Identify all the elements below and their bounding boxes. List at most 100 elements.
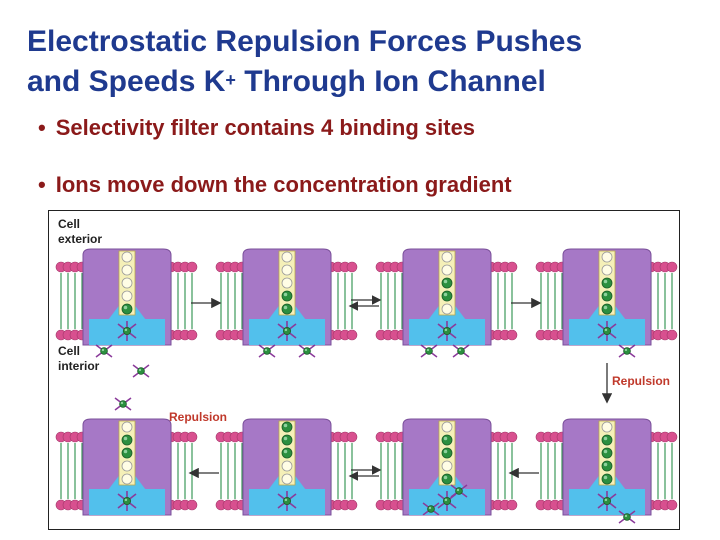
ion-highlight xyxy=(283,305,288,310)
bullet-item-1: •Selectivity filter contains 4 binding s… xyxy=(38,114,512,142)
ion-channel-figure: Cell exterior Cell interior Repulsion Re… xyxy=(48,210,680,530)
empty-binding-site xyxy=(281,277,293,289)
lipid-head xyxy=(346,329,358,341)
k-ion xyxy=(119,400,127,408)
lipid-head xyxy=(666,329,678,341)
ion-highlight xyxy=(283,449,288,454)
channel-panel-bottom-3 xyxy=(375,418,518,516)
channel-panel-bottom-1 xyxy=(55,418,198,516)
k-ion xyxy=(623,513,631,521)
k-ion xyxy=(281,290,293,302)
ion-highlight xyxy=(123,436,128,441)
k-ion xyxy=(601,473,613,485)
ion-highlight xyxy=(284,328,288,332)
hydrated-ion xyxy=(597,491,617,511)
k-ion xyxy=(303,347,311,355)
free-hydrated-ion xyxy=(298,344,316,358)
empty-binding-site xyxy=(601,421,613,433)
ion-highlight xyxy=(603,475,608,480)
ion-highlight xyxy=(123,449,128,454)
ion-highlight xyxy=(458,348,462,352)
ion-highlight xyxy=(124,328,128,332)
ion-highlight xyxy=(264,348,268,352)
k-ion xyxy=(455,487,463,495)
k-ion xyxy=(601,303,613,315)
label-cell-exterior-1: Cell xyxy=(58,217,80,231)
ion-highlight xyxy=(603,449,608,454)
bullet-marker: • xyxy=(38,115,46,140)
empty-binding-site xyxy=(121,277,133,289)
hydrated-ion xyxy=(117,321,137,341)
k-ion xyxy=(601,460,613,472)
ion-highlight xyxy=(443,449,448,454)
label-cell-interior-1: Cell xyxy=(58,344,80,358)
empty-binding-site xyxy=(441,251,453,263)
empty-binding-site xyxy=(441,460,453,472)
ion-highlight xyxy=(603,462,608,467)
k-ion xyxy=(121,447,133,459)
k-ion xyxy=(100,347,108,355)
lipid-head xyxy=(186,329,198,341)
k-ion xyxy=(442,327,451,336)
title-superscript: + xyxy=(225,70,236,90)
ion-highlight xyxy=(624,348,628,352)
ion-highlight xyxy=(428,506,432,510)
k-ion xyxy=(263,347,271,355)
lipid-head xyxy=(346,431,358,443)
free-hydrated-ion xyxy=(618,510,636,524)
hydrated-ion xyxy=(597,321,617,341)
free-hydrated-ion xyxy=(618,344,636,358)
lipid-head xyxy=(346,499,358,511)
lipid-head xyxy=(506,261,518,273)
channel-panel-bottom-2 xyxy=(215,418,358,516)
k-ion xyxy=(623,347,631,355)
repulsion-label-left: Repulsion xyxy=(169,410,227,424)
lipid-head xyxy=(506,431,518,443)
empty-binding-site xyxy=(281,473,293,485)
ion-highlight xyxy=(284,498,288,502)
ion-highlight xyxy=(283,423,288,428)
k-ion xyxy=(282,327,291,336)
free-hydrated-ion xyxy=(95,344,113,358)
k-ion xyxy=(123,496,132,505)
k-ion xyxy=(441,447,453,459)
empty-binding-site xyxy=(441,421,453,433)
free-hydrated-ion xyxy=(450,484,468,498)
title-line-1: Electrostatic Repulsion Forces Pushes xyxy=(27,25,583,58)
k-ion xyxy=(123,327,132,336)
ion-highlight xyxy=(443,279,448,284)
free-hydrated-ion xyxy=(452,344,470,358)
ion-highlight xyxy=(603,436,608,441)
empty-binding-site xyxy=(601,264,613,276)
k-ion xyxy=(441,473,453,485)
ion-highlight xyxy=(283,436,288,441)
channel-panel-top-1 xyxy=(55,248,198,346)
k-ion xyxy=(601,277,613,289)
k-ion xyxy=(442,496,451,505)
ion-highlight xyxy=(138,368,142,372)
ion-highlight xyxy=(604,328,608,332)
k-ion xyxy=(121,434,133,446)
k-ion xyxy=(281,303,293,315)
k-ion xyxy=(603,496,612,505)
ion-highlight xyxy=(120,401,124,405)
empty-binding-site xyxy=(121,421,133,433)
hydrated-ion xyxy=(437,321,457,341)
empty-binding-site xyxy=(281,251,293,263)
channel-panel-top-3 xyxy=(375,248,518,346)
free-hydrated-ion xyxy=(132,364,150,378)
empty-binding-site xyxy=(281,460,293,472)
ion-highlight xyxy=(101,348,105,352)
lipid-head xyxy=(666,261,678,273)
lipid-head xyxy=(186,499,198,511)
hydrated-ion xyxy=(277,491,297,511)
ion-highlight xyxy=(443,475,448,480)
lipid-head xyxy=(506,329,518,341)
channel-panel-bottom-4 xyxy=(535,418,678,516)
ion-highlight xyxy=(443,292,448,297)
k-ion xyxy=(427,505,435,513)
empty-binding-site xyxy=(441,303,453,315)
k-ion xyxy=(441,277,453,289)
k-ion xyxy=(441,290,453,302)
bullet-marker: • xyxy=(38,172,46,197)
